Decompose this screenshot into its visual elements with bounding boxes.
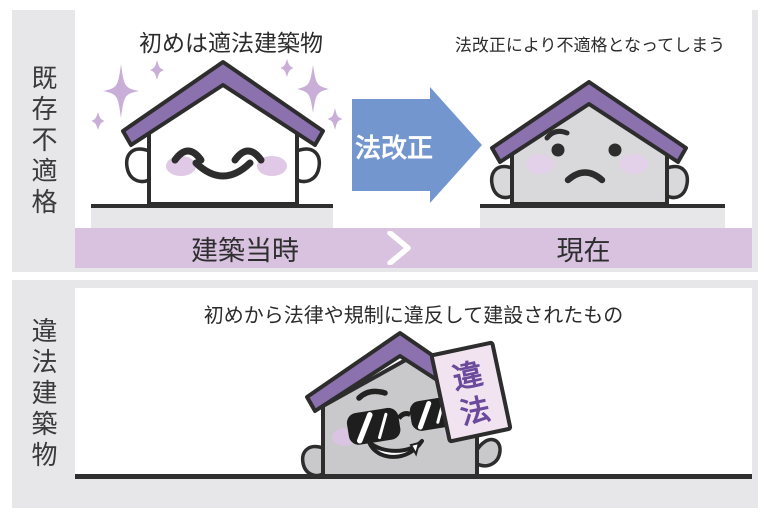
timeline-label-construction: 建築当時 — [191, 235, 299, 266]
house-roof — [490, 80, 688, 164]
ground-line — [75, 474, 752, 479]
section1-caption-right: 法改正により不適格となってしまう — [454, 36, 726, 55]
eye-left — [551, 143, 565, 157]
happy-eye-right — [231, 147, 265, 164]
house-ear-left — [124, 147, 151, 184]
right-arrow-icon — [352, 87, 482, 203]
house-arm-left — [300, 444, 325, 478]
house-arm-right — [475, 437, 502, 468]
worried-house-icon — [489, 80, 690, 206]
sign-char-2: 法 — [457, 393, 493, 432]
arrow-label: 法改正 — [354, 132, 433, 163]
sign-char-1: 違 — [450, 358, 486, 397]
section1-side-label: 既存不適格 — [28, 63, 58, 219]
smirk-mouth — [367, 439, 424, 459]
ground-platform-right — [480, 204, 725, 232]
cheek-right — [257, 156, 287, 176]
smug-eyebrow — [356, 388, 388, 401]
sparkles-icon — [91, 59, 343, 130]
section2-caption: 初めから法律や規制に違反して建設されたもの — [203, 305, 624, 327]
timeline-bar: 建築当時 現在 — [75, 228, 752, 268]
chevron-right-icon — [387, 231, 411, 265]
worried-eyebrow — [544, 128, 570, 141]
cheek-left — [166, 156, 196, 176]
cheek-left — [526, 154, 554, 174]
ground-platform-left — [91, 204, 333, 232]
cheek-right — [620, 154, 648, 174]
house-ear-left — [489, 164, 514, 200]
timeline-label-now: 現在 — [556, 235, 611, 266]
eye-right — [608, 143, 622, 157]
section2-side-label: 違法建築物 — [28, 316, 58, 472]
happy-house-icon — [91, 59, 343, 206]
illegal-house-icon: 違 法 — [300, 331, 513, 478]
house-ear-right — [295, 147, 322, 184]
law-revision-arrow: 法改正 — [352, 85, 484, 207]
frown-mouth — [564, 169, 606, 184]
smile-mouth — [192, 159, 254, 180]
house-body — [510, 94, 669, 206]
illegal-sign: 違 法 — [429, 340, 513, 444]
tooth — [409, 441, 421, 457]
happy-eye-left — [171, 147, 205, 164]
section1-caption-left: 初めは適法建築物 — [139, 30, 323, 56]
house-roof — [121, 60, 325, 147]
house-ear-right — [665, 164, 690, 200]
